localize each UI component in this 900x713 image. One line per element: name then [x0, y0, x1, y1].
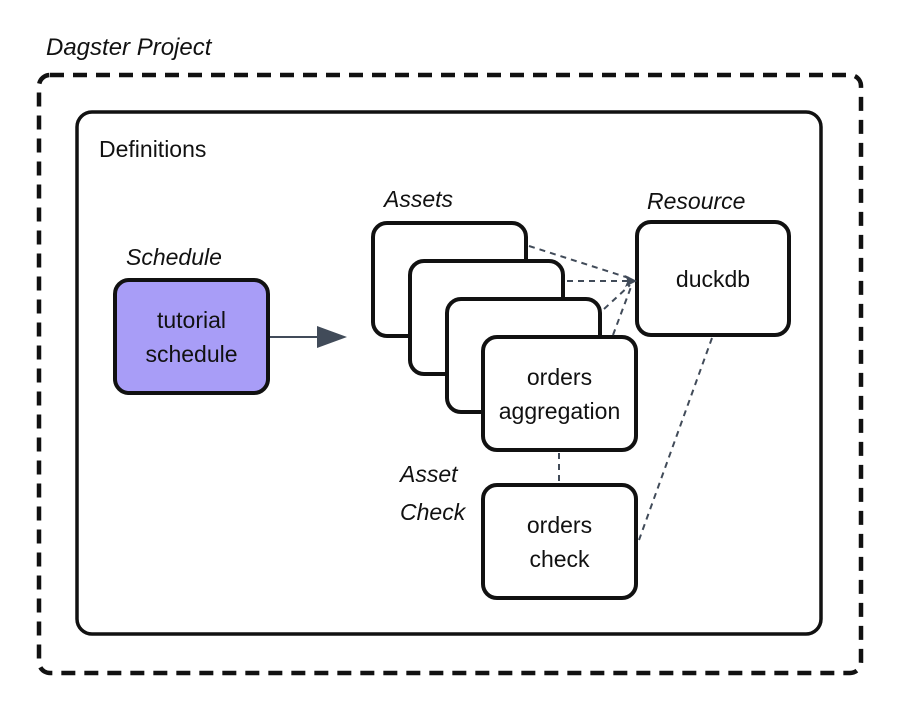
asset-check-label-line2: Check — [400, 499, 466, 525]
asset-check-label-line1: Asset — [400, 461, 458, 487]
duckdb-to-check-connector — [638, 337, 713, 541]
schedule-group-label: Schedule — [126, 244, 222, 270]
asset-check-group-label: Asset Check — [400, 455, 465, 531]
assets-group-label: Assets — [384, 186, 454, 212]
orders-aggregation-label-line1: orders — [526, 363, 593, 390]
definitions-label: Definitions — [99, 136, 207, 162]
tutorial-schedule-node: tutorial schedule — [113, 278, 270, 395]
orders-aggregation-node: orders aggregation — [481, 335, 638, 452]
resource-group-label: Resource — [647, 188, 746, 214]
schedule-to-assets-arrowhead-icon — [317, 326, 347, 348]
tutorial-schedule-label-line1: tutorial — [156, 306, 227, 333]
duckdb-resource-node: duckdb — [635, 220, 791, 337]
orders-aggregation-label-line2: aggregation — [498, 397, 621, 424]
tutorial-schedule-label-line2: schedule — [145, 340, 238, 367]
orders-check-label-line1: orders — [526, 511, 593, 538]
asset4-to-duckdb-connector — [612, 286, 632, 336]
orders-check-node: orders check — [481, 483, 638, 600]
duckdb-label: duckdb — [675, 265, 751, 292]
asset3-to-duckdb-connector — [603, 284, 631, 310]
diagram-title: Dagster Project — [46, 34, 212, 61]
orders-check-label-line2: check — [529, 545, 590, 572]
